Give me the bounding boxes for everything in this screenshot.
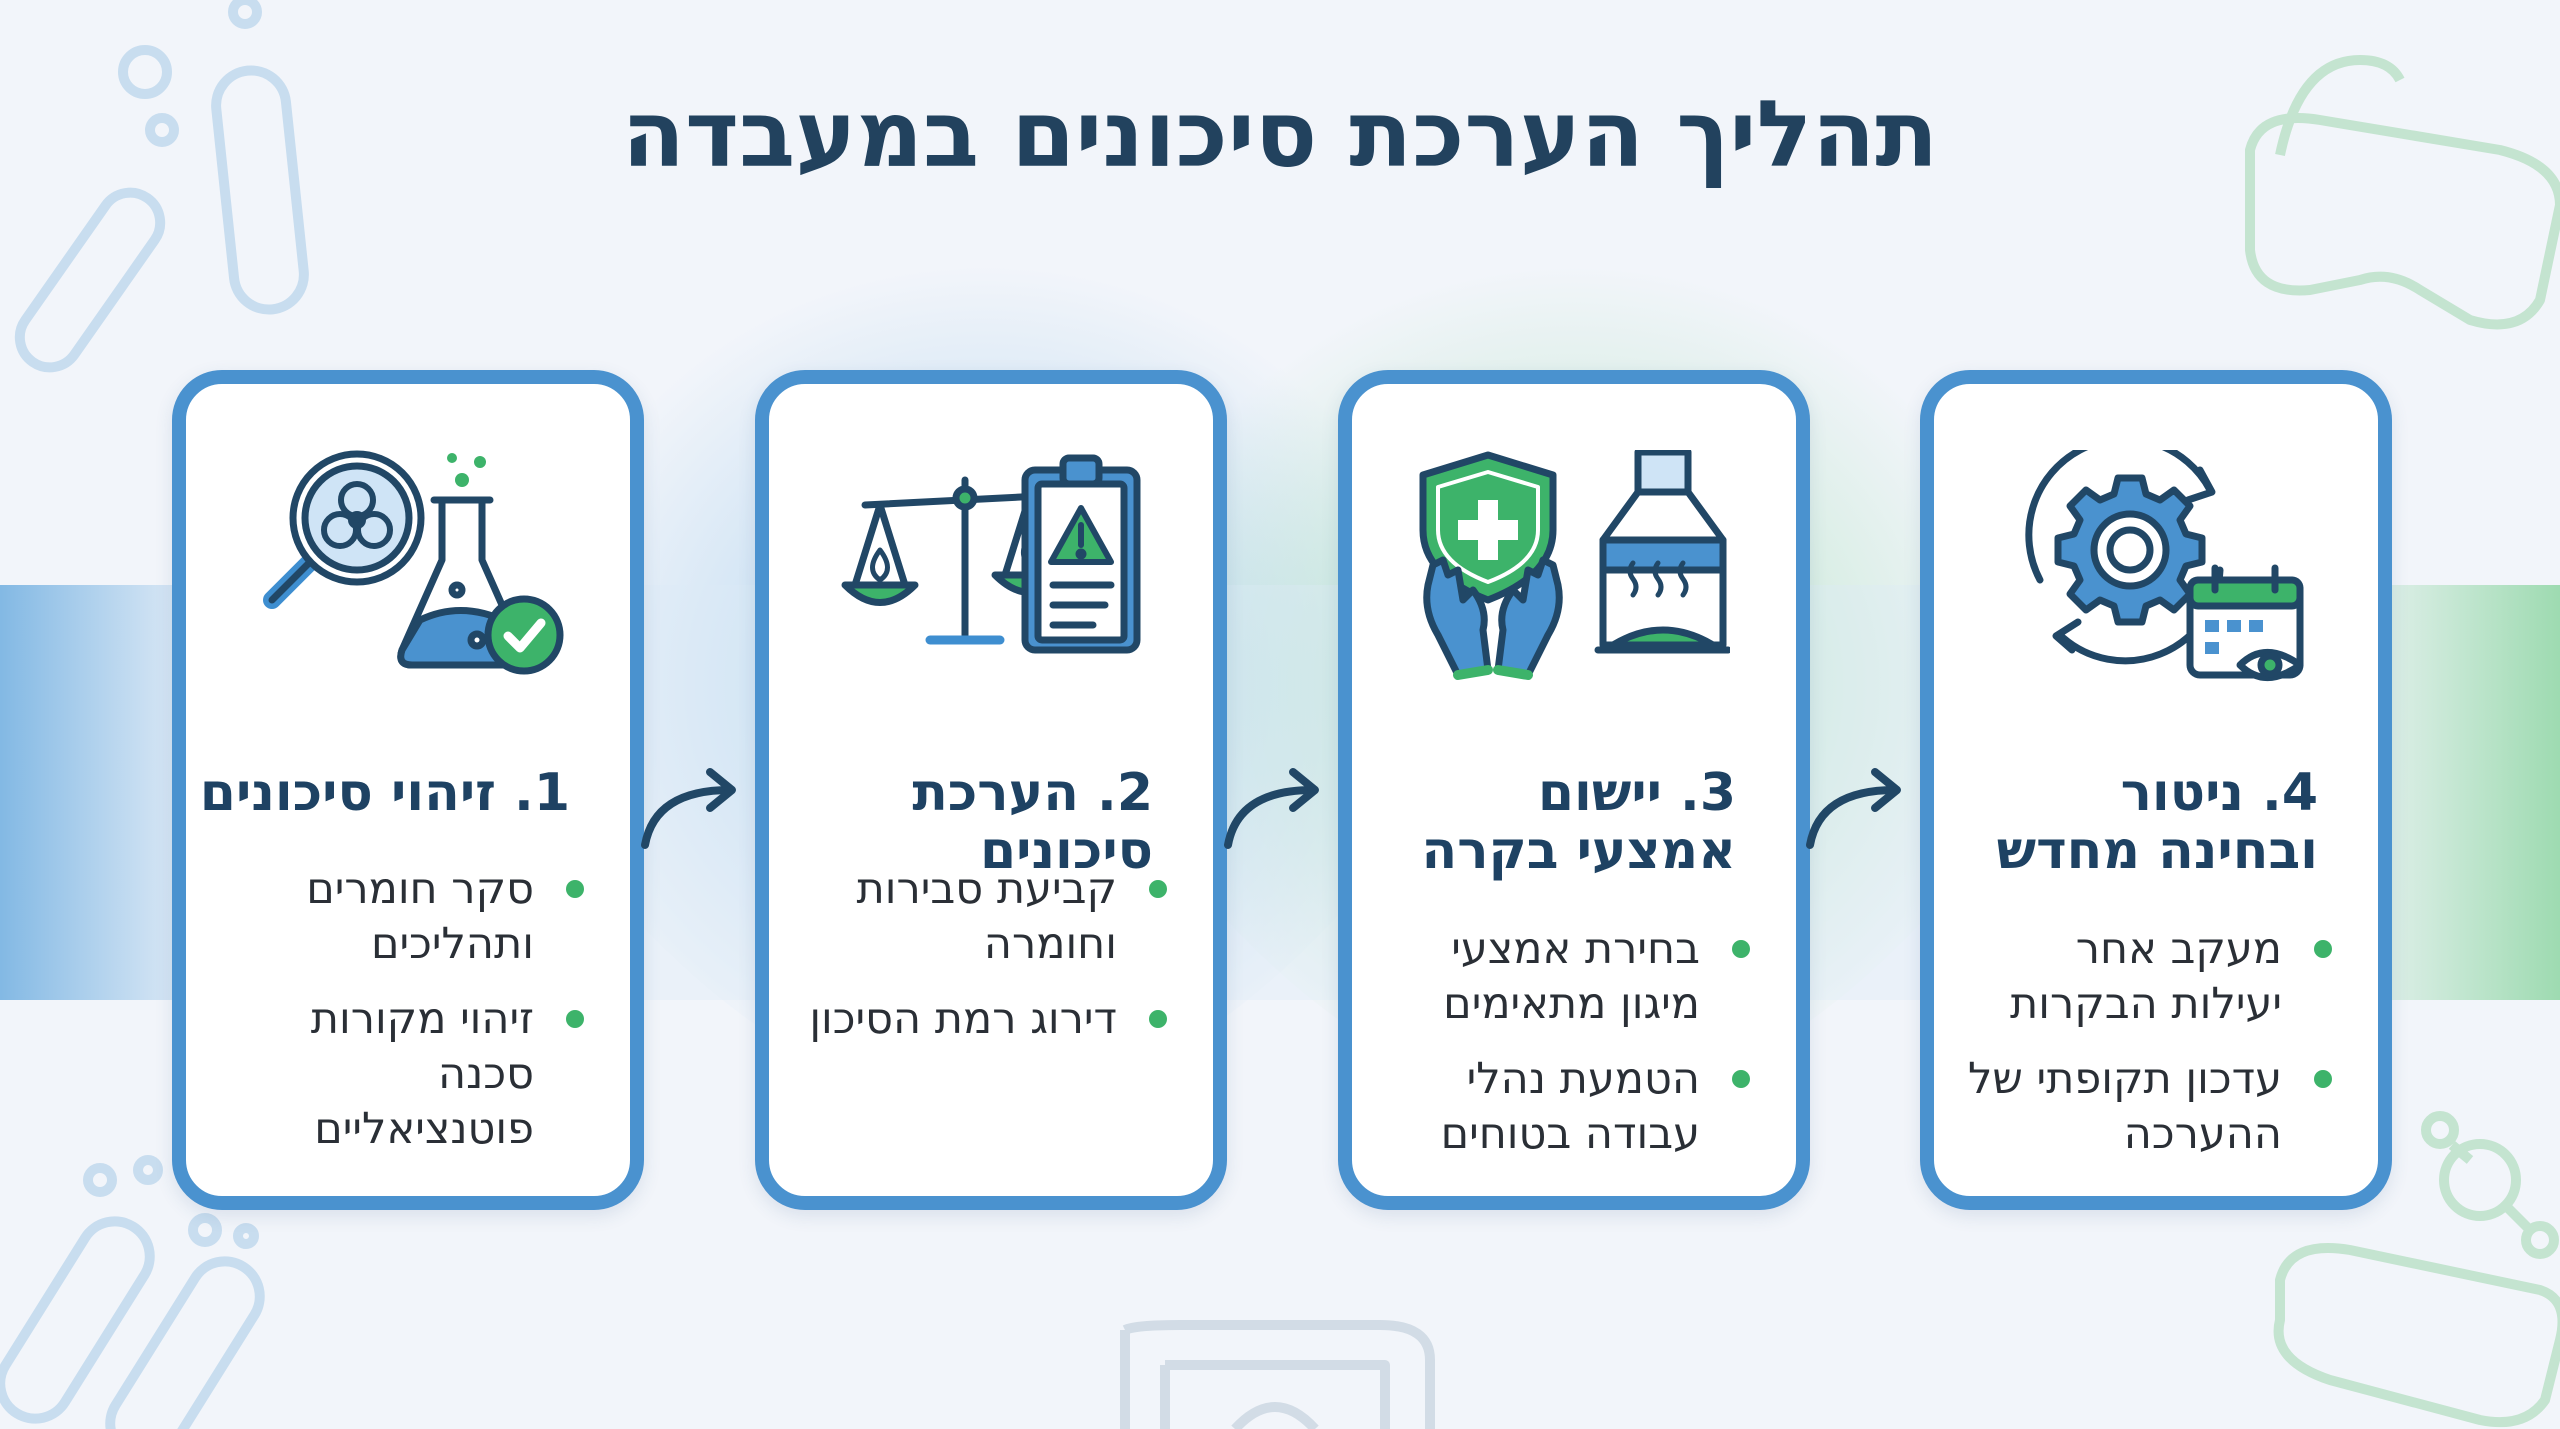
bullet-dot <box>1732 1070 1750 1088</box>
bullet-dot <box>566 880 584 898</box>
step-card-1: 1. זיהוי סיכונים סקר חומרים ותהליכים זיה… <box>172 370 644 1210</box>
arrow-right-icon <box>641 768 736 849</box>
gear-cycle-calendar-eye-icon <box>2025 450 2304 681</box>
arrow-right-icon <box>1224 768 1319 849</box>
list-item: מעקב אחר יעילות הבקרות <box>1958 922 2348 1032</box>
step-title: 1. זיהוי סיכונים <box>199 763 570 823</box>
test-tube-icon <box>0 1155 265 1429</box>
bullet-dot <box>1149 1010 1167 1028</box>
shield-gloves-fume-hood-icon <box>1419 450 1730 680</box>
list-item: קביעת סבירות וחומרה <box>793 862 1183 972</box>
bullet-text: הטמעת נהלי עבודה בטוחים <box>1440 1054 1700 1159</box>
bullet-text: דירוג רמת הסיכון <box>809 994 1117 1044</box>
magnifier-biohazard-flask-icon <box>263 450 564 675</box>
bullet-text: קביעת סבירות וחומרה <box>856 864 1117 969</box>
step-title: 2. הערכת סיכונים <box>912 763 1153 881</box>
step-card-4: 4. ניטור ובחינה מחדש מעקב אחר יעילות הבק… <box>1920 370 2392 1210</box>
safety-goggles-icon <box>1120 1320 1435 1429</box>
list-item: סקר חומרים ותהליכים <box>210 862 600 972</box>
step-bullet-list: בחירת אמצעי מיגון מתאימים הטמעת נהלי עבו… <box>1376 922 1766 1182</box>
step-card-2: 2. הערכת סיכונים קביעת סבירות וחומרה דיר… <box>755 370 1227 1210</box>
step-card-3: 3. יישום אמצעי בקרה בחירת אמצעי מיגון מת… <box>1338 370 1810 1210</box>
page-title: תהליך הערכת סיכונים במעבדה <box>621 81 1939 188</box>
list-item: בחירת אמצעי מיגון מתאימים <box>1376 922 1766 1032</box>
step-title: 3. יישום אמצעי בקרה <box>1421 763 1736 881</box>
safety-goggles-icon <box>2245 55 2560 330</box>
arrow-right-icon <box>1806 768 1901 849</box>
list-item: עדכון תקופתי של ההערכה <box>1958 1052 2348 1162</box>
step-title: 4. ניטור ובחינה מחדש <box>1996 763 2318 881</box>
step-bullet-list: קביעת סבירות וחומרה דירוג רמת הסיכון <box>793 862 1183 1067</box>
step-bullet-list: מעקב אחר יעילות הבקרות עדכון תקופתי של ה… <box>1958 922 2348 1182</box>
bullet-text: עדכון תקופתי של ההערכה <box>1967 1054 2282 1159</box>
list-item: זיהוי מקורות סכנה פוטנציאליים <box>210 992 600 1157</box>
bullet-dot <box>566 1010 584 1028</box>
list-item: הטמעת נהלי עבודה בטוחים <box>1376 1052 1766 1162</box>
bullet-dot <box>1149 880 1167 898</box>
list-item: דירוג רמת הסיכון <box>793 992 1183 1047</box>
bullet-dot <box>1732 940 1750 958</box>
bullet-dot <box>2314 1070 2332 1088</box>
bullet-text: זיהוי מקורות סכנה פוטנציאליים <box>310 994 534 1154</box>
bullet-text: בחירת אמצעי מיגון מתאימים <box>1443 924 1700 1029</box>
bullet-dot <box>2314 940 2332 958</box>
test-tube-icon <box>14 0 309 373</box>
scale-clipboard-warning-icon <box>841 454 1141 654</box>
bullet-text: סקר חומרים ותהליכים <box>306 864 534 969</box>
safety-goggles-icon <box>2273 1111 2560 1428</box>
step-bullet-list: סקר חומרים ותהליכים זיהוי מקורות סכנה פו… <box>210 862 600 1177</box>
bullet-text: מעקב אחר יעילות הבקרות <box>2010 924 2282 1029</box>
